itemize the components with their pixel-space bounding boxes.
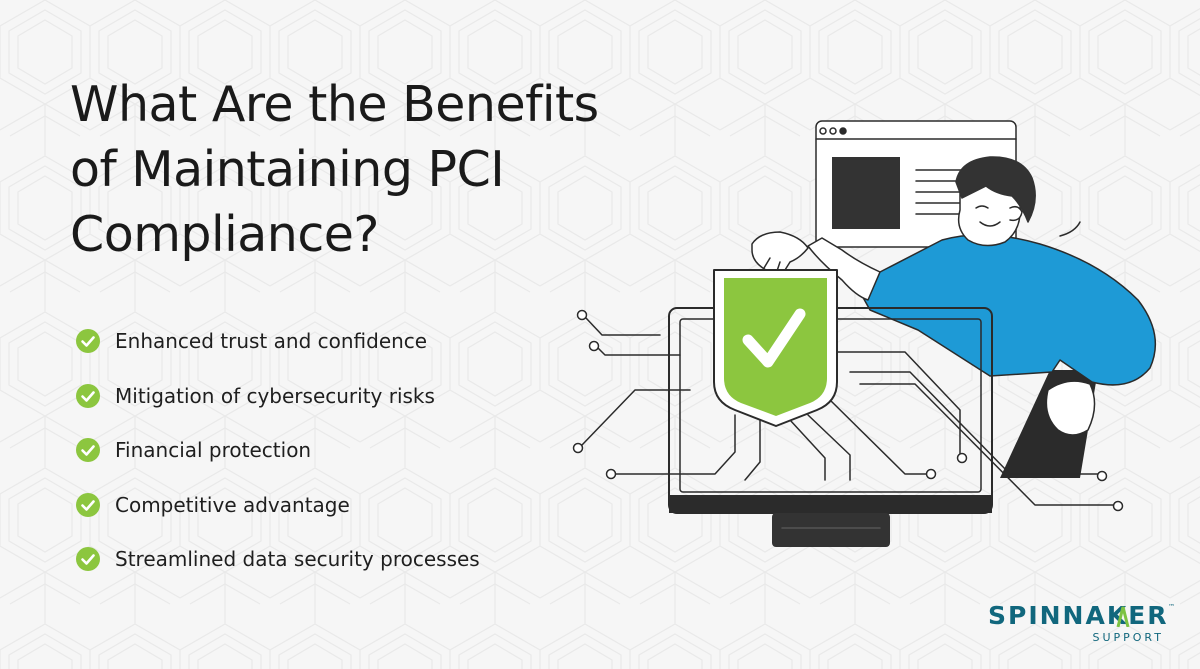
person-figure (751, 156, 1157, 478)
title-line-3: Compliance? (70, 206, 379, 263)
title-line-2: of Maintaining PCI (70, 141, 505, 198)
benefit-label: Mitigation of cybersecurity risks (115, 383, 435, 408)
benefit-label: Financial protection (115, 438, 312, 463)
logo-trademark: ™ (1168, 603, 1175, 611)
benefits-list: Enhanced trust and confidence Mitigation… (76, 314, 480, 587)
list-item: Mitigation of cybersecurity risks (76, 369, 480, 424)
benefit-label: Enhanced trust and confidence (115, 329, 428, 354)
check-circle-icon (76, 438, 100, 463)
check-circle-icon (76, 547, 100, 572)
monitor-icon (668, 307, 993, 547)
list-item: Enhanced trust and confidence (76, 314, 480, 369)
list-item: Financial protection (76, 423, 480, 478)
list-item: Competitive advantage (76, 478, 480, 533)
logo-subtitle: SUPPORT (1092, 631, 1164, 644)
check-circle-icon (76, 492, 100, 517)
shield-check-icon (713, 269, 838, 427)
list-item: Streamlined data security processes (76, 532, 480, 587)
page-title: What Are the Benefits of Maintaining PCI… (70, 72, 710, 267)
title-line-1: What Are the Benefits (70, 76, 599, 133)
benefit-label: Competitive advantage (115, 492, 350, 517)
benefit-label: Streamlined data security processes (115, 547, 480, 572)
check-circle-icon (76, 383, 100, 408)
check-circle-icon (76, 329, 100, 354)
circuit-lines (572, 309, 1124, 512)
logo-sail-icon (1116, 606, 1130, 627)
spinnaker-logo: SPINNAKER ™ SUPPORT (988, 601, 1175, 647)
logo-wordmark: SPINNAKER (988, 601, 1169, 630)
pci-illustration (572, 120, 1157, 547)
